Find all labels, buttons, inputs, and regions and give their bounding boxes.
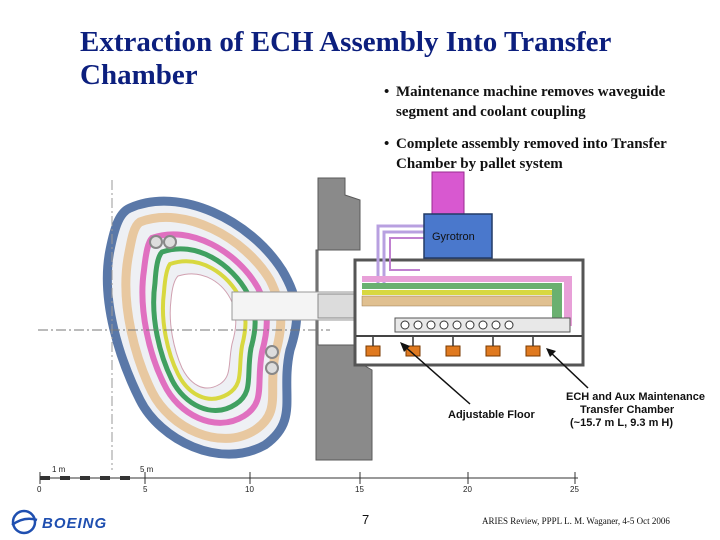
coil-group-bottom [265, 345, 279, 375]
coil-group-top [149, 235, 177, 249]
bullet-list: • Maintenance machine removes waveguide … [384, 82, 714, 186]
axis-tick-0: 0 [37, 485, 42, 494]
pink-layer [139, 231, 270, 426]
title-line-2: Chamber [80, 59, 198, 91]
port-plug [317, 293, 359, 319]
assembly-green-vertical [552, 283, 562, 323]
scale-bar [39, 472, 578, 484]
bullet-item-1: • Maintenance machine removes waveguide … [384, 82, 714, 122]
bullet-text-1: Maintenance machine removes waveguide se… [396, 84, 666, 120]
adjustable-floor-arrow [401, 343, 471, 405]
axis-tick-10: 10 [245, 485, 254, 494]
assembly-green [362, 283, 562, 289]
axis-tick-25: 25 [570, 485, 579, 494]
chamber-arrowhead [546, 348, 556, 357]
axis-tick-5: 5 [143, 485, 148, 494]
footer-citation: ARIES Review, PPPL L. M. Waganer, 4-5 Oc… [482, 516, 670, 526]
axis-tick-15: 15 [355, 485, 364, 494]
waveguide-riser [431, 171, 465, 217]
boeing-wordmark: BOEING [42, 515, 107, 532]
gyrotron-box [423, 213, 493, 259]
chamber-label-line2: Transfer Chamber [580, 404, 675, 416]
scale-label-1m: 1 m [52, 465, 66, 474]
axis-tick-20: 20 [463, 485, 472, 494]
scale-label-5m: 5 m [140, 465, 154, 474]
adjustable-floor-label: Adjustable Floor [448, 409, 536, 421]
jack-posts [372, 337, 534, 346]
assembly-tan [361, 295, 559, 307]
bullet-item-2: • Complete assembly removed into Transfe… [384, 134, 714, 174]
waveguide-bundle-2 [389, 237, 425, 271]
bullet-dot: • [384, 84, 390, 100]
boeing-logo: BOEING [11, 509, 107, 535]
boeing-symbol-icon [11, 509, 38, 535]
bullet-text-2: Complete assembly removed into Transfer … [396, 136, 667, 172]
pallet-rollers [400, 320, 514, 330]
green-layer [151, 246, 258, 413]
title-line-1: Extraction of ECH Assembly Into Transfer [80, 26, 612, 58]
tan-layer [121, 213, 286, 443]
assembly-yellow [362, 290, 560, 295]
assembly-pink [362, 276, 570, 282]
page-number: 7 [362, 512, 370, 527]
chamber-label-line1: ECH and Aux Maintenance [566, 391, 705, 403]
slide-title: Extraction of ECH Assembly Into Transfer… [80, 26, 611, 92]
bullet-dot: • [384, 136, 390, 152]
assembly-pink-vertical [564, 276, 572, 326]
chamber-label-line3: (~15.7 m L, 9.3 m H) [570, 417, 673, 429]
adjustable-floor-arrowhead [400, 342, 410, 352]
chamber-arrow [547, 349, 589, 389]
gyrotron-label: Gyrotron [432, 231, 475, 243]
